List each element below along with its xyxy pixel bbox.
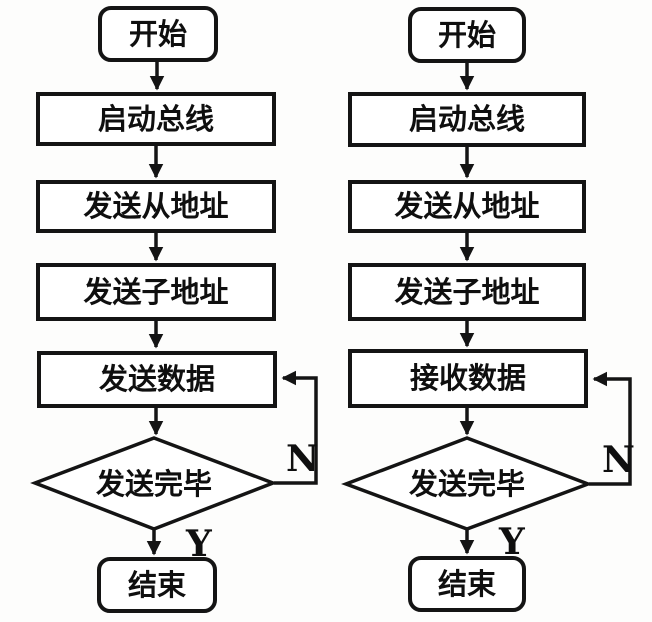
receive-init-bus-process: 启动总线 <box>348 92 586 147</box>
send-start-terminator: 开始 <box>98 6 218 62</box>
send-branch-label-y: Y <box>186 523 212 565</box>
send-init-bus-process: 启动总线 <box>36 92 276 146</box>
receive-slave-address-process: 发送从地址 <box>348 180 586 233</box>
receive-sub-address-process: 发送子地址 <box>348 263 586 321</box>
send-data-process: 发送数据 <box>37 351 277 408</box>
receive-data-process: 接收数据 <box>348 349 588 408</box>
send-decision-label: 发送完毕 <box>95 466 212 501</box>
receive-branch-label-n: N <box>602 439 635 481</box>
receive-end-terminator: 结束 <box>408 556 526 612</box>
receive-start-terminator: 开始 <box>408 7 526 63</box>
send-branch-label-n: N <box>286 438 319 480</box>
send-sub-address-process: 发送子地址 <box>36 263 276 321</box>
receive-decision-label: 发送完毕 <box>408 466 525 501</box>
send-end-terminator: 结束 <box>97 557 217 613</box>
send-slave-address-process: 发送从地址 <box>36 180 276 233</box>
receive-branch-label-y: Y <box>499 521 525 563</box>
